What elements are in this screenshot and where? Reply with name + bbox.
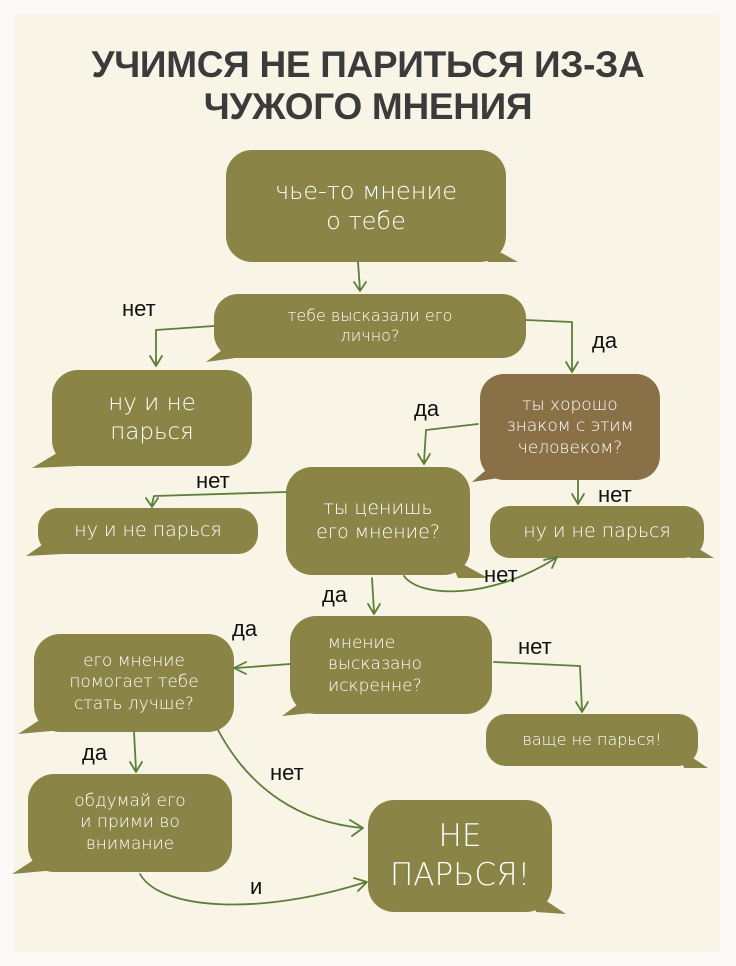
label-no-value-right: нет: [484, 562, 518, 587]
label-yes-sincere: да: [232, 616, 258, 641]
bubble-shape-dont-care-1: [52, 370, 252, 466]
node-told-personally: тебе высказали его лично?: [287, 306, 453, 345]
label-no-value: нет: [196, 468, 230, 493]
bubble-shape-dont-care-2: [38, 508, 258, 554]
node-value-opinion: ты ценишь его мнение?: [316, 497, 440, 543]
arrow-told-no: [149, 325, 215, 367]
bubble-tail-dont-care-2: [26, 538, 62, 556]
node-even-more: ваще не парься!: [522, 730, 662, 749]
bubble-tail-dont-care-1: [32, 444, 78, 468]
node-think-accept: обдумай его и прими во внимание: [74, 791, 186, 854]
node-start: чье-то мнение о тебе: [274, 177, 458, 235]
bubble-shape-even-more: [486, 714, 698, 766]
arrow-know-yes: [417, 423, 479, 465]
node-helps-improve: его мнение помогает тебе стать лучше?: [69, 651, 199, 714]
bubble-tail-start: [478, 240, 518, 262]
arrow-helps-yes: [129, 731, 143, 773]
title-line-2: ЧУЖОГО МНЕНИЯ: [203, 86, 533, 127]
label-yes-know: да: [414, 396, 440, 421]
node-final: НЕ ПАРЬСЯ!: [389, 818, 531, 893]
arrow-told-yes: [525, 319, 579, 373]
bubble-tail-sincere: [282, 694, 322, 716]
label-yes-told: да: [592, 328, 618, 353]
bubble-tail-final: [530, 890, 566, 914]
arrow-sincere-no: [493, 661, 589, 713]
bubble-shape-final: [368, 800, 552, 912]
node-dont-care-1: ну и не парься: [108, 390, 196, 445]
bubble-tail-even-more: [678, 748, 708, 768]
bubble-shape-start: [226, 150, 506, 262]
bubble-shape-think: [28, 774, 232, 872]
bubble-tail-know: [472, 458, 512, 482]
arrow-think-and: [139, 873, 368, 906]
label-and: и: [250, 874, 263, 899]
label-no-sincere: нет: [518, 634, 552, 659]
arrow-value-yes: [367, 577, 381, 615]
arrow-value-no-right: [403, 556, 558, 593]
bubble-tail-helps: [18, 712, 62, 734]
label-no-know: нет: [598, 482, 632, 507]
bubble-tail-told: [206, 338, 250, 362]
bubble-shape-helps: [34, 634, 234, 732]
title-line-1: УЧИМСЯ НЕ ПАРИТЬСЯ ИЗ-ЗА: [91, 44, 645, 85]
label-yes-value: да: [322, 582, 348, 607]
node-dont-care-3: ну и не парься: [523, 520, 671, 543]
arrow-helps-no: [217, 729, 364, 837]
bubble-shape-value: [286, 467, 470, 575]
arrow-know-no: [571, 479, 585, 505]
label-yes-helps: да: [82, 740, 108, 765]
bubble-shape-dont-care-3: [490, 506, 704, 558]
arrow-value-no: [145, 491, 287, 508]
bubble-tail-think: [12, 852, 56, 874]
arrow-sincere-yes: [233, 661, 291, 675]
page-title: УЧИМСЯ НЕ ПАРИТЬСЯ ИЗ-ЗА ЧУЖОГО МНЕНИЯ: [0, 44, 736, 128]
bubble-shape-told: [214, 294, 526, 358]
label-no-told: нет: [122, 296, 156, 321]
label-no-helps: нет: [270, 760, 304, 785]
bubble-tail-dont-care-3: [684, 540, 714, 558]
bubble-shape-sincere: [290, 616, 492, 714]
bubble-shape-know: [480, 374, 660, 480]
arrow-start-to-told: [353, 261, 367, 292]
bubble-tail-value: [448, 556, 488, 578]
node-dont-care-2: ну и не парься: [74, 519, 222, 542]
node-sincere: мнение высказано искренне?: [328, 633, 422, 696]
node-know-well: ты хорошо знаком с этим человеком?: [506, 395, 634, 458]
